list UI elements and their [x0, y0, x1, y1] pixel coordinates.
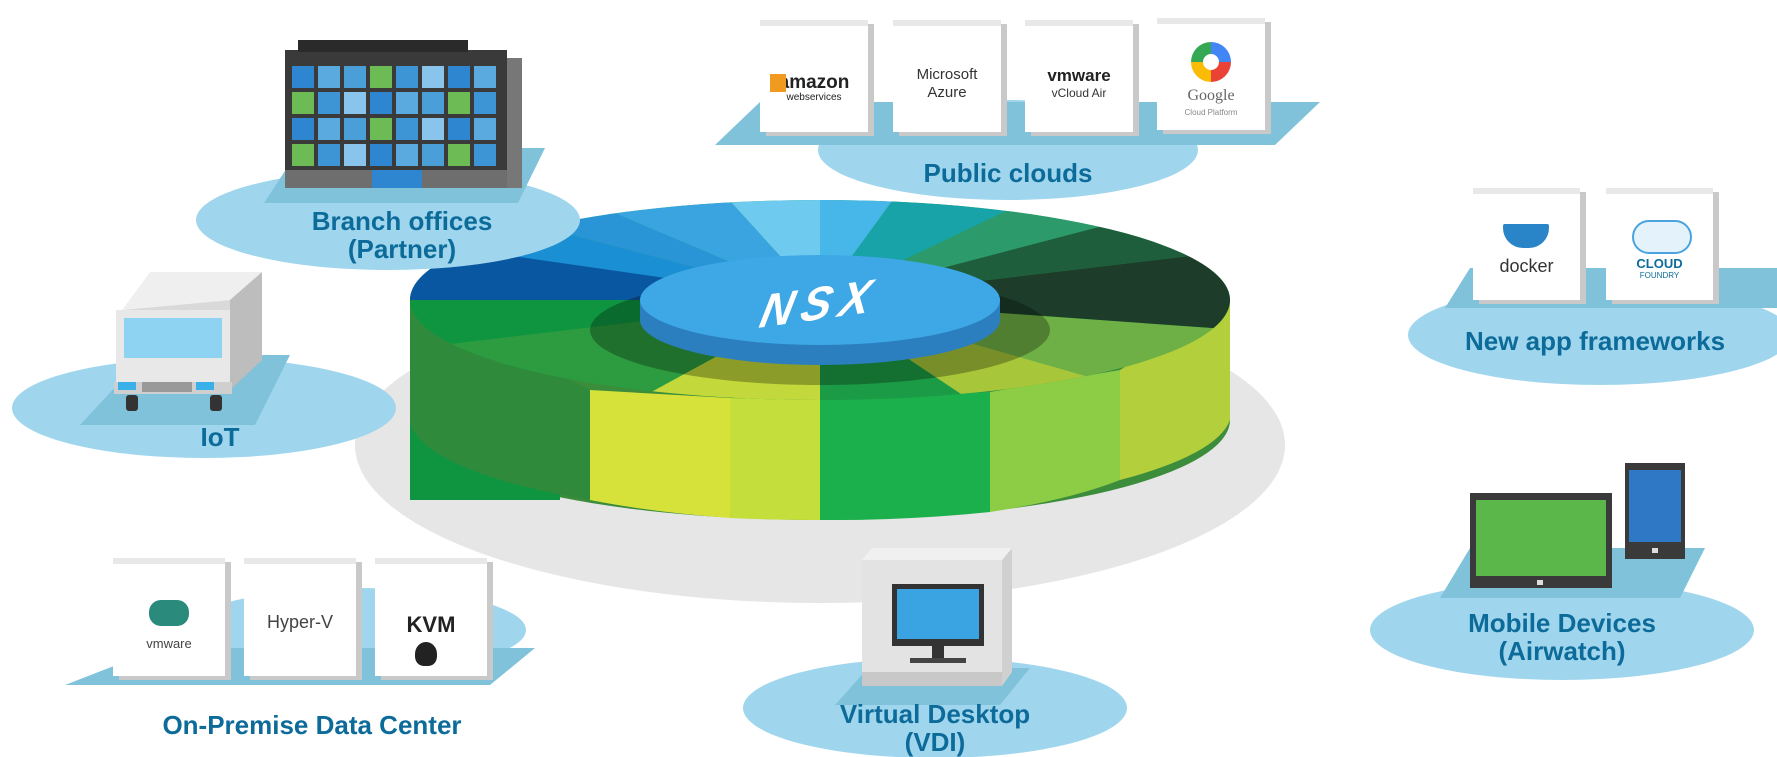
hyperv-box: Hyper-V: [244, 558, 356, 676]
building-window: [370, 66, 392, 88]
tablet-icon: [1470, 493, 1612, 588]
nsx-hub: [640, 255, 1000, 345]
vcloud-box: vmware vCloud Air: [1025, 20, 1133, 132]
building-window: [396, 144, 418, 166]
new-apps-ellipse: [1408, 285, 1777, 385]
mobile-devices-label-line1: Mobile Devices: [1468, 608, 1656, 638]
docker-whale-icon: [1503, 224, 1549, 248]
amazon-box: amazon webservices: [760, 20, 868, 132]
onprem-vmware-box: vmware: [113, 558, 225, 676]
amazon-logo-sub: webservices: [786, 92, 842, 103]
azure-logo-line2: Azure: [927, 84, 967, 101]
cloudfoundry-logo-line2: FOUNDRY: [1639, 271, 1680, 280]
branch-offices-label-line2: (Partner): [347, 234, 457, 264]
building-window: [448, 92, 470, 114]
onprem-vmware-logo: vmware: [146, 636, 192, 651]
mobile-ellipse: [1370, 580, 1754, 680]
building-window: [448, 66, 470, 88]
building-window: [292, 92, 314, 114]
building-window: [344, 144, 366, 166]
building-window: [344, 92, 366, 114]
building-window: [474, 144, 496, 166]
aws-cube-icon: [770, 74, 786, 92]
docker-logo: docker: [1499, 256, 1554, 276]
iot-label: IoT: [200, 422, 240, 452]
building-window: [318, 92, 340, 114]
building-window: [344, 118, 366, 140]
google-box: Google Cloud Platform: [1157, 18, 1265, 130]
building-window: [396, 92, 418, 114]
vdi-ellipse: [743, 658, 1127, 757]
building-window: [318, 118, 340, 140]
building-window: [396, 118, 418, 140]
building-window: [292, 118, 314, 140]
cloud-platform-label: Cloud Platform: [1184, 108, 1238, 117]
docker-box: docker: [1473, 188, 1580, 300]
branch-offices-label-line1: Branch offices: [311, 206, 493, 236]
new-app-frameworks-label: New app frameworks: [1464, 326, 1726, 356]
public-clouds-label: Public clouds: [923, 158, 1093, 188]
vdi-terminal-icon: [862, 548, 1012, 686]
building-window: [474, 66, 496, 88]
cloudfoundry-logo-line1: CLOUD: [1636, 256, 1683, 271]
building-window: [474, 92, 496, 114]
building-window: [292, 144, 314, 166]
building-window: [292, 66, 314, 88]
cloud-foundry-icon: [1632, 220, 1692, 254]
building-window: [422, 144, 444, 166]
truck-icon: [114, 272, 262, 411]
mobile-devices-label-line2: (Airwatch): [1498, 636, 1626, 666]
building-window: [318, 144, 340, 166]
tux-penguin-icon: [415, 642, 437, 666]
building-window: [370, 144, 392, 166]
google-logo: Google: [1187, 87, 1235, 104]
building-window: [448, 118, 470, 140]
building-window: [422, 92, 444, 114]
vmware-logo: vmware: [1047, 66, 1111, 85]
phone-icon: [1625, 463, 1685, 559]
cloudfoundry-box: CLOUD FOUNDRY: [1606, 188, 1713, 300]
azure-logo-line1: Microsoft: [916, 66, 978, 83]
hyperv-logo: Hyper-V: [266, 612, 333, 632]
building-window: [422, 118, 444, 140]
vdi-label-line1: Virtual Desktop: [839, 699, 1031, 729]
amazon-logo: amazon: [778, 72, 850, 93]
on-premise-label: On-Premise Data Center: [162, 710, 462, 740]
vcloud-air-label: vCloud Air: [1051, 86, 1107, 100]
building-window: [318, 66, 340, 88]
building-window: [344, 66, 366, 88]
building-window: [370, 118, 392, 140]
building-window: [370, 92, 392, 114]
building-window: [474, 118, 496, 140]
kvm-logo: KVM: [406, 612, 456, 637]
azure-box: Microsoft Azure: [893, 20, 1001, 132]
vmware-cluster-icon: [149, 600, 189, 626]
office-building-icon: [285, 40, 522, 188]
vdi-label-line2: (VDI): [904, 727, 966, 757]
building-window: [422, 66, 444, 88]
building-window: [448, 144, 470, 166]
building-window: [396, 66, 418, 88]
kvm-box: KVM: [375, 558, 487, 676]
